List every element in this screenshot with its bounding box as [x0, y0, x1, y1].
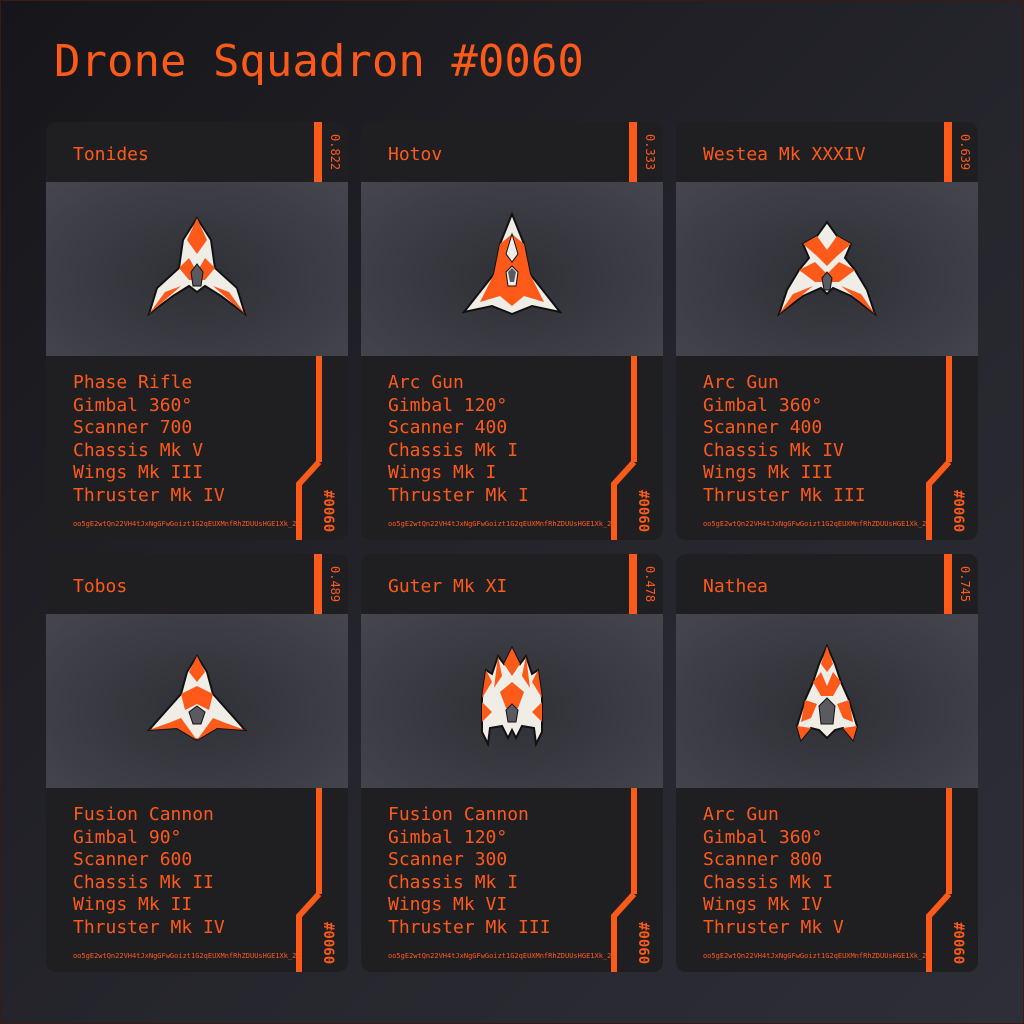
- drone-ship-icon: [146, 654, 248, 742]
- drone-hash: oo5gE2wtQn22VH4tJxNgGFwGoizt1G2qEUXMnfRh…: [73, 520, 297, 528]
- drone-score: 0.478: [643, 566, 657, 603]
- stat-thruster: Thruster Mk V: [703, 916, 844, 938]
- drone-card[interactable]: Hotov 0.333 Arc Gun Gimbal 120° Scanner …: [361, 122, 663, 540]
- stat-gimbal: Gimbal 90°: [73, 826, 182, 848]
- stat-chassis: Chassis Mk IV: [703, 439, 844, 461]
- squadron-tag: #0060: [635, 490, 651, 533]
- card-header: [361, 122, 663, 182]
- drone-name: Nathea: [703, 576, 769, 597]
- stat-gimbal: Gimbal 120°: [388, 394, 508, 416]
- drone-name: Guter Mk XI: [388, 576, 508, 597]
- stat-scanner: Scanner 300: [388, 849, 508, 870]
- stat-weapon: Arc Gun: [388, 372, 464, 393]
- drone-hash: oo5gE2wtQn22VH4tJxNgGFwGoizt1G2qEUXMnfRh…: [388, 520, 612, 528]
- drone-card[interactable]: Nathea 0.745 Arc Gun Gimbal 360° Scanner…: [676, 554, 978, 972]
- stat-weapon: Arc Gun: [703, 804, 779, 825]
- stat-scanner: Scanner 800: [703, 849, 823, 870]
- card-header: [676, 122, 978, 182]
- drone-score: 0.333: [643, 134, 657, 171]
- drone-name: Hotov: [388, 144, 443, 165]
- stat-thruster: Thruster Mk I: [388, 484, 529, 506]
- drone-name: Westea Mk XXXIV: [703, 144, 866, 165]
- card-header: [676, 554, 978, 614]
- card-header: [46, 122, 348, 182]
- squadron-tag: #0060: [320, 490, 336, 533]
- stat-gimbal: Gimbal 360°: [73, 394, 193, 416]
- card-frame-lines: [296, 554, 322, 972]
- squadron-tag: #0060: [950, 490, 966, 533]
- drone-grid: Tonides 0.822 Phase Rifle Gimbal 360° Sc…: [46, 122, 978, 972]
- drone-stats: Arc Gun Gimbal 120° Scanner 400 Chassis …: [388, 372, 529, 507]
- stat-scanner: Scanner 600: [73, 849, 193, 870]
- drone-stats: Phase Rifle Gimbal 360° Scanner 700 Chas…: [73, 372, 225, 507]
- stat-thruster: Thruster Mk IV: [73, 484, 225, 506]
- card-frame-lines: [611, 554, 637, 972]
- stat-scanner: Scanner 700: [73, 417, 193, 438]
- stat-weapon: Fusion Cannon: [73, 804, 214, 825]
- stat-chassis: Chassis Mk I: [703, 871, 834, 893]
- stat-weapon: Arc Gun: [703, 372, 779, 393]
- drone-card[interactable]: Tobos 0.489 Fusion Cannon Gimbal 90° Sca…: [46, 554, 348, 972]
- drone-hash: oo5gE2wtQn22VH4tJxNgGFwGoizt1G2qEUXMnfRh…: [73, 952, 297, 960]
- stat-gimbal: Gimbal 360°: [703, 394, 823, 416]
- drone-ship-icon: [777, 220, 877, 317]
- drone-score: 0.745: [958, 566, 972, 603]
- drone-score: 0.639: [958, 134, 972, 171]
- drone-stats: Arc Gun Gimbal 360° Scanner 400 Chassis …: [703, 372, 866, 507]
- stat-wings: Wings Mk II: [73, 894, 193, 915]
- stat-scanner: Scanner 400: [388, 417, 508, 438]
- card-header: [46, 554, 348, 614]
- card-frame-lines: [926, 122, 952, 540]
- drone-score: 0.489: [328, 566, 342, 603]
- stat-wings: Wings Mk I: [388, 462, 497, 483]
- drone-hash: oo5gE2wtQn22VH4tJxNgGFwGoizt1G2qEUXMnfRh…: [703, 952, 927, 960]
- card-frame-lines: [296, 122, 322, 540]
- drone-hash: oo5gE2wtQn22VH4tJxNgGFwGoizt1G2qEUXMnfRh…: [703, 520, 927, 528]
- drone-stats: Fusion Cannon Gimbal 90° Scanner 600 Cha…: [73, 804, 225, 939]
- stat-weapon: Fusion Cannon: [388, 804, 529, 825]
- drone-card[interactable]: Westea Mk XXXIV 0.639 Arc Gun Gimbal 360…: [676, 122, 978, 540]
- drone-stats: Arc Gun Gimbal 360° Scanner 800 Chassis …: [703, 804, 844, 939]
- stat-thruster: Thruster Mk III: [388, 916, 551, 938]
- drone-name: Tobos: [73, 576, 128, 597]
- drone-score: 0.822: [328, 134, 342, 171]
- squadron-tag: #0060: [320, 922, 336, 965]
- stat-wings: Wings Mk VI: [388, 894, 508, 915]
- stat-chassis: Chassis Mk I: [388, 871, 519, 893]
- drone-stats: Fusion Cannon Gimbal 120° Scanner 300 Ch…: [388, 804, 551, 939]
- squadron-tag: #0060: [950, 922, 966, 965]
- stat-wings: Wings Mk IV: [703, 894, 823, 915]
- stat-chassis: Chassis Mk I: [388, 439, 519, 461]
- stat-scanner: Scanner 400: [703, 417, 823, 438]
- drone-ship-icon: [481, 645, 543, 748]
- stat-chassis: Chassis Mk II: [73, 871, 214, 893]
- page-title: Drone Squadron #0060: [54, 36, 584, 87]
- stat-weapon: Phase Rifle: [73, 372, 193, 393]
- card-frame-lines: [611, 122, 637, 540]
- stat-chassis: Chassis Mk V: [73, 439, 204, 461]
- stat-thruster: Thruster Mk IV: [73, 916, 225, 938]
- stat-gimbal: Gimbal 360°: [703, 826, 823, 848]
- card-frame-lines: [926, 554, 952, 972]
- stat-gimbal: Gimbal 120°: [388, 826, 508, 848]
- stat-thruster: Thruster Mk III: [703, 484, 866, 506]
- drone-ship-icon: [795, 643, 859, 743]
- drone-hash: oo5gE2wtQn22VH4tJxNgGFwGoizt1G2qEUXMnfRh…: [388, 952, 612, 960]
- drone-ship-icon: [147, 216, 247, 317]
- stat-wings: Wings Mk III: [73, 462, 204, 483]
- drone-card[interactable]: Guter Mk XI 0.478 Fusion Cannon Gimbal 1…: [361, 554, 663, 972]
- squadron-tag: #0060: [635, 922, 651, 965]
- drone-name: Tonides: [73, 144, 149, 165]
- drone-card[interactable]: Tonides 0.822 Phase Rifle Gimbal 360° Sc…: [46, 122, 348, 540]
- drone-ship-icon: [461, 211, 563, 316]
- stat-wings: Wings Mk III: [703, 462, 834, 483]
- card-header: [361, 554, 663, 614]
